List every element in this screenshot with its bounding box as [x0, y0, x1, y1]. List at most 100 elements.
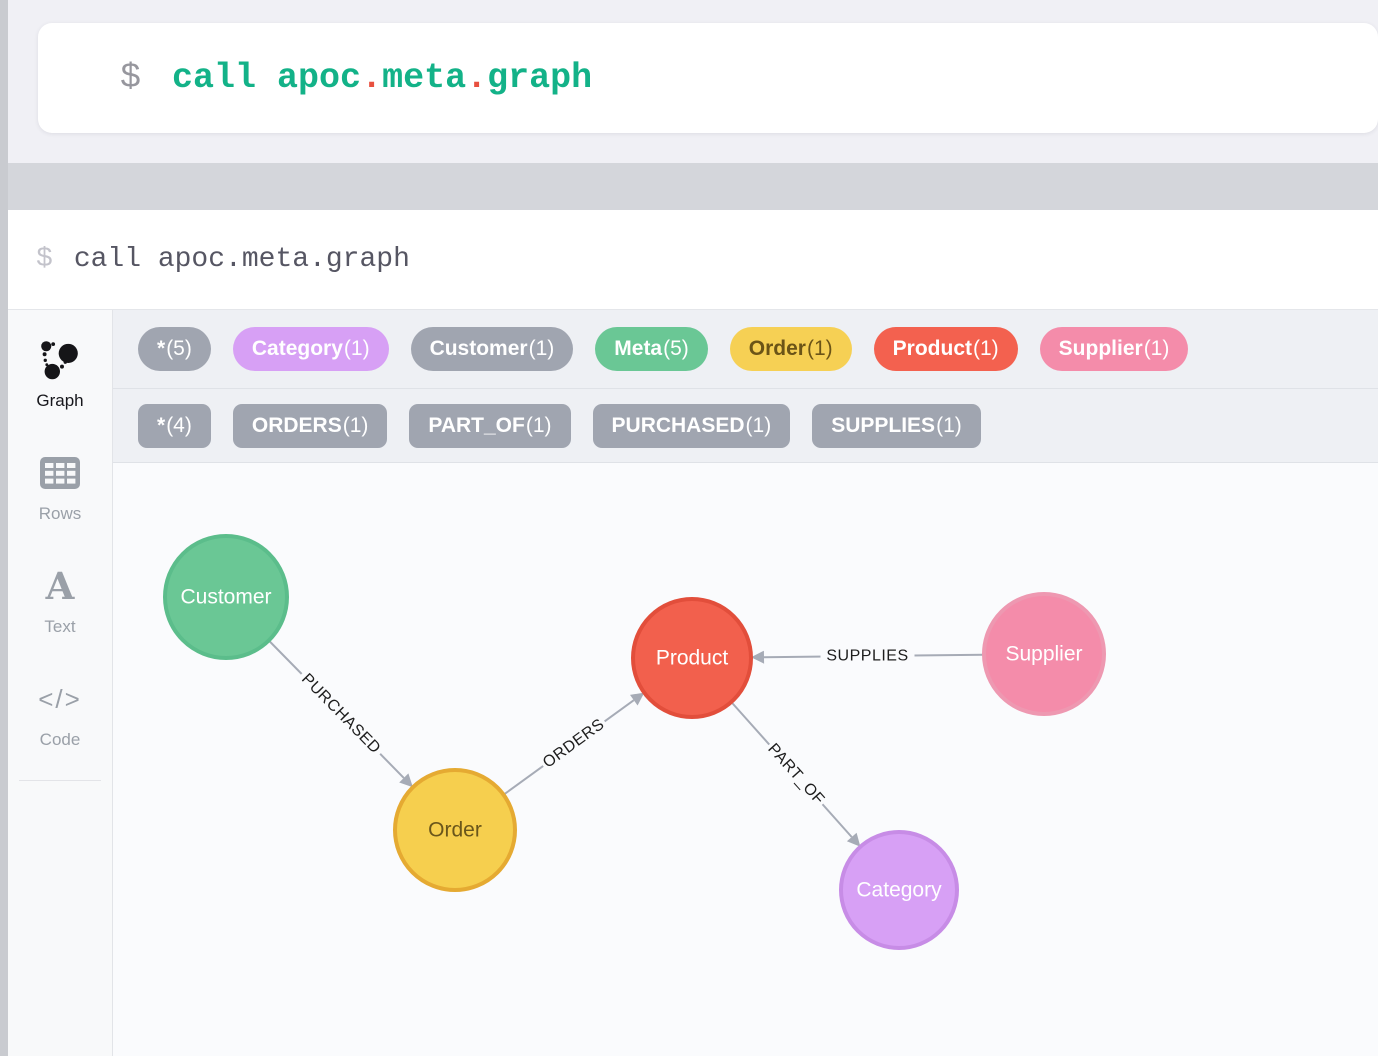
pill-name: Category	[251, 337, 343, 360]
node-label: Product	[656, 647, 729, 670]
tab-rows[interactable]: Rows	[38, 447, 82, 524]
pill-name: Order	[748, 337, 806, 360]
editor-prompt: $	[120, 58, 142, 98]
edge-label-bg	[761, 737, 831, 812]
tab-text-label: Text	[44, 617, 76, 636]
pill-name: Meta	[614, 337, 663, 360]
editor-area: $ call apoc . meta . graph	[8, 0, 1378, 163]
tab-code-label: Code	[39, 730, 81, 749]
pill-count: (1)	[936, 413, 962, 437]
node-label: Supplier	[1005, 643, 1082, 666]
pill-count: (1)	[745, 413, 772, 437]
node-pill[interactable]: Meta(5)	[595, 327, 708, 371]
frame-query-header[interactable]: $ call apoc.meta.graph	[8, 210, 1378, 310]
pill-name: *	[157, 337, 166, 360]
graph-node-supplier[interactable]: Supplier	[982, 592, 1106, 716]
relationship-types-row: *(4) ORDERS(1) PART_OF(1) PURCHASED(1) S…	[113, 389, 1378, 463]
arrowhead	[846, 832, 861, 847]
arrowhead	[751, 650, 765, 664]
tab-code[interactable]: </> Code	[38, 673, 82, 750]
pill-name: Supplier	[1058, 337, 1143, 360]
cypher-editor[interactable]: $ call apoc . meta . graph	[38, 23, 1378, 133]
node-pill[interactable]: Category(1)	[232, 327, 389, 371]
viz-main: *(5) Category(1) Customer(1) Meta(5) Ord…	[113, 310, 1378, 1056]
pill-name: PART_OF	[428, 413, 525, 437]
pill-count: (4)	[166, 413, 192, 437]
graph-node-product[interactable]: Product	[631, 597, 753, 719]
node-pill[interactable]: Supplier(1)	[1039, 327, 1189, 371]
cypher-token: apoc	[277, 58, 362, 98]
edge-part-of[interactable]: PART_OF	[730, 701, 861, 847]
pill-count: (1)	[806, 337, 833, 360]
code-brackets-icon: </>	[38, 684, 82, 714]
pill-name: ORDERS	[251, 413, 342, 437]
pill-count: (5)	[166, 337, 192, 360]
frame-prompt: $	[36, 244, 53, 275]
pill-name: *	[157, 413, 166, 437]
relationship-pill[interactable]: PART_OF(1)	[409, 403, 571, 448]
pill-name: Customer	[429, 337, 528, 360]
graph-icon	[41, 341, 78, 380]
result-frame: $ call apoc.meta.graph	[8, 210, 1378, 1056]
node-label: Order	[428, 819, 482, 842]
edge-label-bg	[820, 645, 915, 667]
edge-label: SUPPLIES	[826, 648, 908, 665]
node-circle[interactable]	[982, 592, 1106, 716]
frame-query-text: call apoc.meta.graph	[73, 244, 410, 275]
tab-graph[interactable]: Graph	[36, 334, 84, 411]
cypher-token: call	[172, 58, 278, 98]
edge-label-bg	[293, 666, 388, 762]
relationship-pill[interactable]: SUPPLIES(1)	[812, 403, 981, 448]
cypher-editor-line[interactable]: $ call apoc . meta . graph	[38, 58, 592, 98]
tab-text[interactable]: A Text	[44, 560, 75, 637]
node-circle[interactable]	[163, 534, 289, 660]
node-labels-row: *(5) Category(1) Customer(1) Meta(5) Ord…	[113, 310, 1378, 389]
pill-count: (1)	[973, 337, 999, 360]
graph-node-category[interactable]: Category	[839, 830, 959, 950]
edge-supplies[interactable]: SUPPLIES	[751, 645, 985, 667]
pill-count: (1)	[528, 337, 555, 360]
tab-rows-label: Rows	[38, 504, 82, 523]
node-pill[interactable]: Product(1)	[873, 327, 1018, 371]
cypher-token: graph	[487, 58, 593, 98]
node-label: Category	[856, 879, 942, 902]
node-pill[interactable]: Customer(1)	[410, 327, 574, 371]
node-circle[interactable]	[631, 597, 753, 719]
pill-count: (1)	[525, 413, 552, 437]
relationship-pill[interactable]: *(4)	[138, 403, 211, 448]
pill-count: (1)	[1143, 337, 1170, 360]
edge-label: PART_OF	[764, 740, 827, 808]
arrowhead	[399, 773, 413, 788]
pill-count: (1)	[342, 413, 369, 437]
graph-node-customer[interactable]: Customer	[163, 534, 289, 660]
tab-graph-label: Graph	[36, 391, 84, 410]
node-pill[interactable]: Order(1)	[729, 327, 852, 371]
edge-purchased[interactable]: PURCHASED	[268, 639, 413, 788]
cypher-token-dot: .	[361, 58, 383, 98]
pill-name: SUPPLIES	[831, 413, 936, 437]
edge-label: PURCHASED	[298, 671, 384, 758]
node-pill[interactable]: *(5)	[138, 327, 211, 371]
pill-name: Product	[892, 337, 972, 360]
text-a-icon: A	[45, 563, 75, 608]
graph-canvas[interactable]: PURCHASED ORDERS	[113, 463, 1378, 1056]
cypher-token-dot: .	[466, 58, 488, 98]
pill-count: (1)	[343, 337, 370, 360]
node-circle[interactable]	[393, 768, 517, 892]
edge-orders[interactable]: ORDERS	[502, 692, 645, 796]
graph-node-order[interactable]: Order	[393, 768, 517, 892]
window-edge-strip	[0, 0, 8, 1056]
background-band	[8, 163, 1378, 210]
sidebar-divider	[19, 780, 101, 781]
pill-count: (5)	[663, 337, 689, 360]
arrowhead	[630, 692, 645, 706]
relationship-pill[interactable]: PURCHASED(1)	[592, 403, 791, 448]
node-circle[interactable]	[839, 830, 959, 950]
edge-label: ORDERS	[540, 716, 608, 772]
cypher-token: meta	[382, 58, 467, 98]
view-sidebar: Graph Rows A Text	[8, 310, 113, 1056]
pill-name: PURCHASED	[611, 413, 745, 437]
edge-label-bg	[536, 712, 612, 775]
relationship-pill[interactable]: ORDERS(1)	[232, 403, 388, 448]
rows-table-icon	[39, 457, 80, 489]
